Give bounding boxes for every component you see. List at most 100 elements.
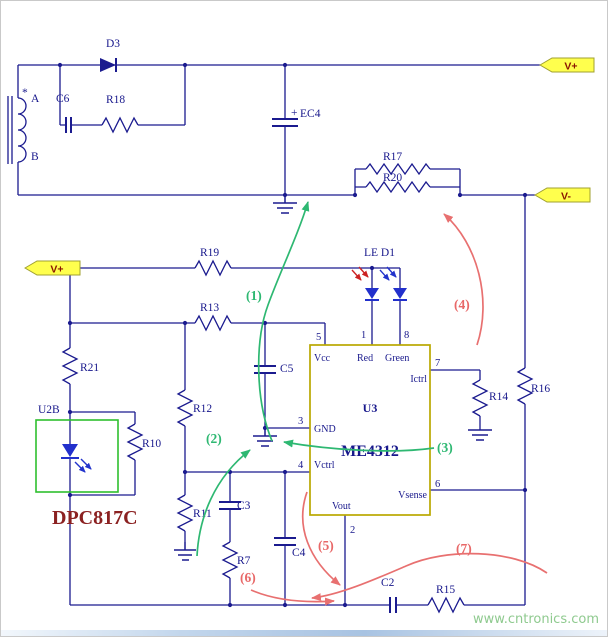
annotation-2: (2) <box>206 431 222 446</box>
capacitor-c5 <box>254 365 276 374</box>
label-transformer-a: A <box>31 93 40 105</box>
resistor-r12 <box>176 389 194 427</box>
pin-number-3: 3 <box>298 416 303 427</box>
annotation-arrows-green <box>196 201 435 557</box>
resistor-r16 <box>516 367 534 405</box>
resistor-r15 <box>427 596 465 614</box>
resistor-r18 <box>101 116 139 134</box>
capacitor-c6 <box>65 117 72 133</box>
wires-shunt-resistors <box>354 168 461 195</box>
terminal-vminus: V- <box>534 187 591 203</box>
resistor-r19 <box>194 259 232 277</box>
red-arrow-5 <box>301 491 341 586</box>
annotation-5: (5) <box>318 538 334 553</box>
led-red <box>365 288 379 301</box>
pin-name-gnd: GND <box>314 424 336 435</box>
label-ec4-plus: + <box>291 107 298 119</box>
ground-symbol-r11 <box>174 542 196 561</box>
label-r21: R21 <box>80 362 99 374</box>
ground-symbol-chip-gnd <box>253 428 277 447</box>
label-r18: R18 <box>106 94 125 106</box>
label-c6: C6 <box>56 93 70 105</box>
label-r17: R17 <box>383 151 402 163</box>
resistor-r21 <box>61 347 79 385</box>
resistor-r7 <box>221 541 239 579</box>
annotation-3: (3) <box>437 440 453 455</box>
resistor-r11 <box>176 494 194 532</box>
red-arrow-6 <box>250 589 335 606</box>
label-transformer-b: B <box>31 151 39 163</box>
annotation-4: (4) <box>454 297 470 312</box>
red-arrow-4 <box>443 213 484 346</box>
red-led-emission-arrows-icon <box>351 266 369 281</box>
wires-top-section <box>17 64 540 196</box>
led-green <box>393 288 407 301</box>
pin-name-vctrl: Vctrl <box>314 460 335 471</box>
label-u2b: U2B <box>38 404 60 416</box>
capacitor-c3 <box>219 501 241 510</box>
label-r11: R11 <box>193 508 212 520</box>
green-arrow-3 <box>283 439 435 452</box>
terminal-vplus-left-label: V+ <box>50 264 63 276</box>
label-d3: D3 <box>106 38 120 50</box>
label-r15: R15 <box>436 584 455 596</box>
annotation-1: (1) <box>246 288 262 303</box>
pin-name-ictrl: Ictrl <box>410 374 427 385</box>
pin-name-red: Red <box>357 353 373 364</box>
terminal-vplus-top-label: V+ <box>564 61 577 73</box>
annotation-6: (6) <box>240 570 256 585</box>
label-r13: R13 <box>200 302 219 314</box>
label-r12: R12 <box>193 403 212 415</box>
optocoupler-u2b <box>35 419 119 493</box>
pin-number-1: 1 <box>361 330 366 341</box>
label-r16: R16 <box>531 383 550 395</box>
wires-main-section <box>69 195 526 606</box>
terminal-vplus-left: V+ <box>24 260 81 276</box>
label-r19: R19 <box>200 247 219 259</box>
label-c4: C4 <box>292 547 306 559</box>
label-c2: C2 <box>381 577 395 589</box>
label-r7: R7 <box>237 555 251 567</box>
label-r14: R14 <box>489 391 508 403</box>
transformer-core <box>7 96 13 164</box>
resistor-r14 <box>471 379 489 417</box>
pin-number-2: 2 <box>350 525 355 536</box>
label-c3: C3 <box>237 500 251 512</box>
pin-name-vsense: Vsense <box>398 490 427 501</box>
ground-symbol-r14 <box>468 429 492 441</box>
chip-u3-body <box>309 344 431 516</box>
terminal-vminus-label: V- <box>561 191 571 203</box>
resistor-r20 <box>365 180 431 194</box>
pin-number-7: 7 <box>435 358 440 369</box>
resistor-r13 <box>194 314 232 332</box>
capacitor-c2 <box>389 597 397 613</box>
capacitor-ec4 <box>272 118 298 127</box>
pin-name-vout: Vout <box>332 501 351 512</box>
green-arrow-2 <box>196 449 251 557</box>
label-dpc817c: DPC817C <box>52 507 138 529</box>
ground-symbol-ec4 <box>273 195 297 214</box>
watermark-text: www.cntronics.com <box>473 612 599 627</box>
pin-name-vcc: Vcc <box>314 353 331 364</box>
red-arrow-7 <box>311 552 548 602</box>
annotation-arrows-red <box>250 213 548 606</box>
diode-d3 <box>100 58 117 72</box>
resistor-r10 <box>126 423 144 461</box>
terminal-vplus-top: V+ <box>539 57 595 73</box>
annotation-7: (7) <box>456 541 472 556</box>
label-transformer-star: * <box>22 87 28 99</box>
pin-number-6: 6 <box>435 479 440 490</box>
chip-part-number: ME4312 <box>341 443 399 460</box>
label-r10: R10 <box>142 438 161 450</box>
resistor-r17 <box>365 162 431 176</box>
capacitor-c4 <box>274 537 296 546</box>
chip-ref: U3 <box>363 401 378 415</box>
label-r20: R20 <box>383 172 402 184</box>
pin-name-green: Green <box>385 353 409 364</box>
bottom-gradient-bar <box>1 630 607 636</box>
green-arrow-1 <box>257 201 310 442</box>
green-led-emission-arrows-icon <box>379 266 397 281</box>
